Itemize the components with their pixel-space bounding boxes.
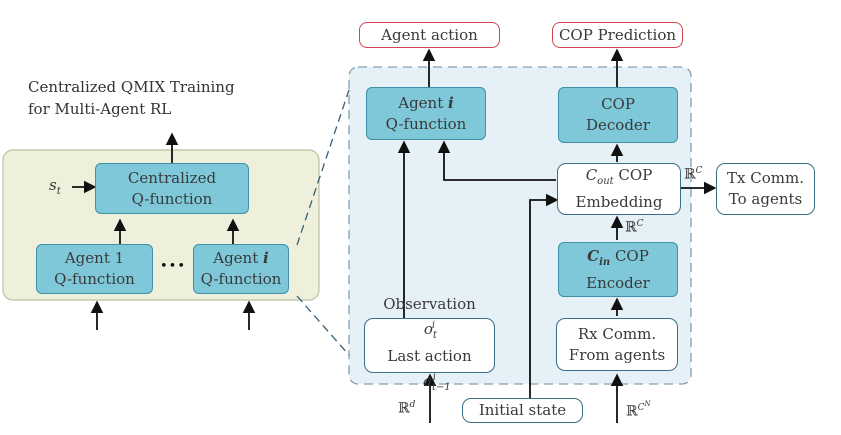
- rx-line1: Rx Comm.: [577, 324, 657, 343]
- tx-line1: Tx Comm.: [727, 169, 804, 187]
- tx-comm-box: Tx Comm. To agents: [716, 163, 815, 215]
- right-panel-background: [348, 66, 692, 385]
- left-title-line2: for Multi-Agent RL: [28, 100, 172, 118]
- initial-state-box: Initial state: [462, 398, 583, 423]
- centralized-line1: Centralized: [127, 168, 217, 187]
- last-action-line2: Last action at−1i: [387, 346, 472, 393]
- zoom-line-top: [296, 89, 350, 246]
- agenti-right-line1: Agent i: [398, 93, 454, 112]
- rc-label-out: ℝC: [684, 166, 703, 183]
- agenti-left-line1: Agent i: [213, 249, 269, 267]
- agent-action-label: Agent action: [381, 25, 478, 44]
- centralized-line2: Q-function: [131, 189, 213, 208]
- cop-prediction-label: COP Prediction: [558, 25, 677, 44]
- arrow-initial-state: [529, 193, 559, 398]
- centralized-q-function-box: Centralized Q-function: [95, 163, 249, 214]
- agent-action-output: Agent action: [359, 22, 500, 48]
- arrow-embedding-to-agent-q: [437, 140, 556, 181]
- left-title-line1: Centralized QMIX Training: [28, 78, 235, 96]
- agent1-line1: Agent 1: [64, 249, 125, 267]
- cop-encoder-box: Cin COP Encoder: [558, 242, 678, 297]
- cop-embedding-line1: Cout COP: [585, 166, 653, 187]
- observation-line1: Observation oti: [383, 294, 476, 341]
- agenti-q-function-box-left: Agent i Q-function: [193, 244, 289, 294]
- agenti-right-line2: Q-function: [385, 114, 467, 133]
- cop-decoder-line1: COP: [601, 95, 635, 113]
- cop-encoder-line2: Encoder: [586, 273, 650, 292]
- agent1-q-function-box: Agent 1 Q-function: [36, 244, 153, 294]
- rx-comm-box: Rx Comm. From agents: [556, 318, 678, 371]
- rx-line2: From agents: [568, 345, 666, 364]
- rc-label-mid: ℝC: [625, 219, 644, 236]
- zoom-line-bottom: [296, 295, 350, 356]
- rcn-label: ℝCN: [626, 400, 651, 420]
- cop-decoder-line2: Decoder: [586, 116, 650, 134]
- cop-embedding-box: Cout COP Embedding: [557, 163, 681, 215]
- agent1-line2: Q-function: [54, 270, 135, 288]
- cop-embedding-line2: Embedding: [575, 193, 663, 211]
- agenti-q-function-box-right: Agent i Q-function: [366, 87, 486, 140]
- state-label: st: [49, 176, 61, 197]
- agenti-left-line2: Q-function: [200, 270, 282, 288]
- agents-ellipsis: •••: [160, 259, 187, 274]
- initial-state-label: Initial state: [478, 401, 567, 419]
- observation-box: Observation oti Last action at−1i: [364, 295, 495, 393]
- tx-line2: To agents: [728, 190, 803, 208]
- cop-prediction-output: COP Prediction: [552, 22, 683, 48]
- cop-decoder-box: COP Decoder: [558, 87, 678, 143]
- cop-encoder-line1: Cin COP: [587, 246, 649, 268]
- rd-label: ℝd: [398, 400, 416, 417]
